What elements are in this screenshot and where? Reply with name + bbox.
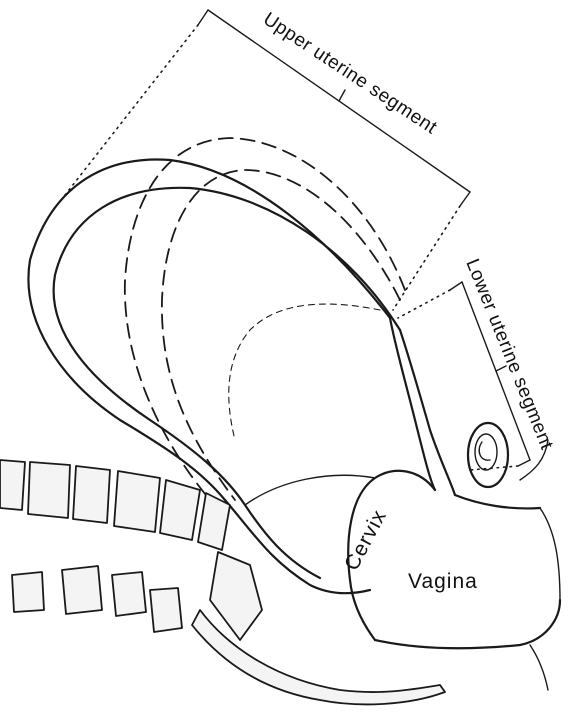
upper-segment-label: Upper uterine segment <box>259 9 441 139</box>
previous-uterine-outlines <box>125 138 405 500</box>
presenting-part <box>245 475 375 505</box>
vagina-label: Vagina <box>408 570 478 593</box>
lower-segment-label: Lower uterine segment <box>461 256 557 453</box>
small-oval-structure <box>468 423 508 487</box>
